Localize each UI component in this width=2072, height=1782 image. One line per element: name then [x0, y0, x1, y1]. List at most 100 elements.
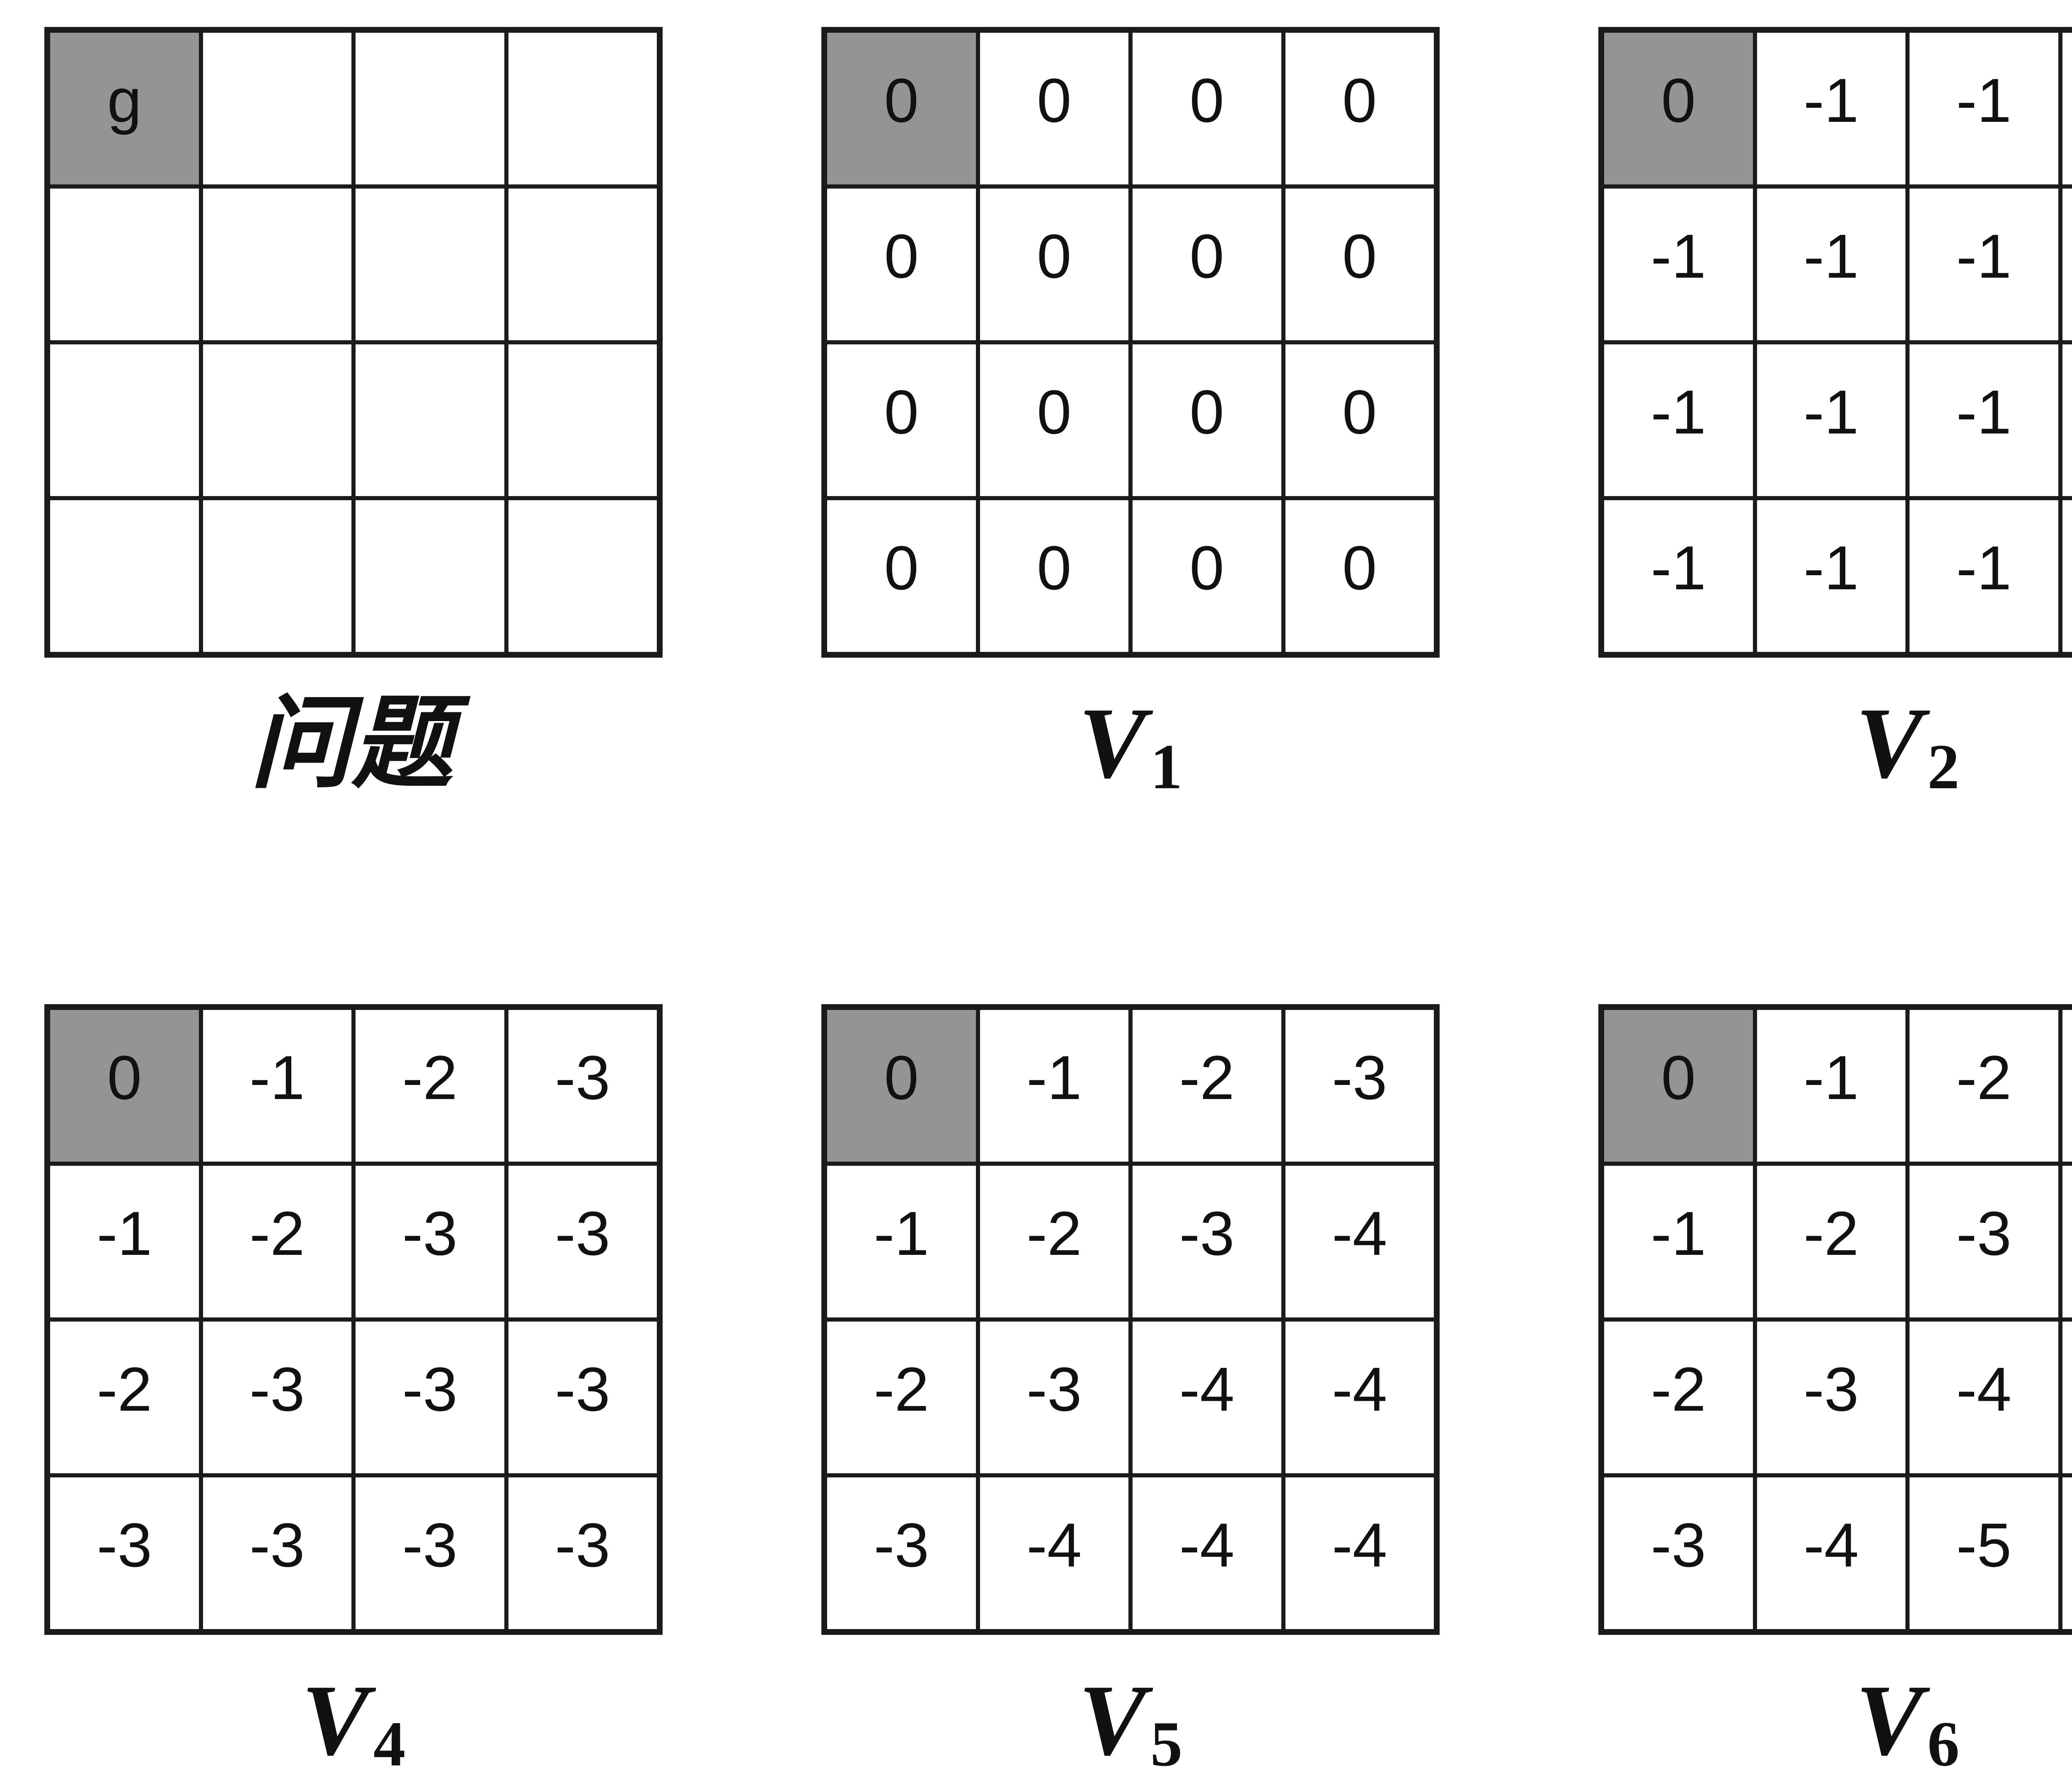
cell-value: -1: [1026, 1042, 1082, 1114]
grid-cell: -2: [1602, 1320, 1755, 1475]
grid-cell: -3: [506, 1008, 659, 1164]
cell-value: 0: [1037, 532, 1071, 604]
cell-value: -4: [1332, 1509, 1387, 1581]
grid-cell: -3: [201, 1475, 354, 1631]
grid-cell: 0: [978, 498, 1131, 654]
grid-cell: -3: [506, 1320, 659, 1475]
label-v5: V 5: [821, 1658, 1440, 1782]
cell-value: -1: [1956, 532, 2011, 604]
cell-value: -1: [1956, 65, 2011, 136]
grid-cell: 0: [978, 342, 1131, 498]
grid-cell: [201, 342, 354, 498]
cell-value: 0: [1190, 376, 1224, 448]
grid-cell: -3: [506, 1475, 659, 1631]
grid-cell: -1: [1602, 342, 1755, 498]
grid-cell: -3: [201, 1320, 354, 1475]
label-problem: 问题: [44, 680, 663, 805]
cell-value: 0: [884, 376, 919, 448]
grid-cell: -1: [1907, 342, 2060, 498]
cell-value: -1: [97, 1198, 152, 1269]
panel-label-base: 问题: [250, 692, 453, 794]
cell-value: -1: [874, 1198, 929, 1269]
cell-value: -5: [1956, 1509, 2011, 1581]
cell-value: -3: [1956, 1198, 2011, 1269]
grid-cell: -4: [1283, 1475, 1436, 1631]
label-v4: V 4: [44, 1658, 663, 1782]
grid-cell: -2: [1130, 1008, 1283, 1164]
grid-cell: [353, 31, 506, 186]
goal-cell: 0: [825, 1008, 978, 1164]
grid-v4: 0-1-2-3-1-2-3-3-2-3-3-3-3-3-3-3: [44, 1004, 663, 1635]
grid-v6: 0-1-2-3-1-2-3-4-2-3-4-5-3-4-5-5: [1598, 1004, 2072, 1635]
grid-cell: 0: [1130, 342, 1283, 498]
grid-cell: -2: [1755, 1164, 1908, 1320]
grid-cell: -3: [1130, 1164, 1283, 1320]
panel-v4: 0-1-2-3-1-2-3-3-2-3-3-3-3-3-3-3 V 4: [44, 1004, 663, 1782]
grid-cell: [48, 186, 201, 342]
grid-cell: -3: [2060, 1008, 2072, 1164]
label-v1: V 1: [821, 680, 1440, 805]
goal-cell: g: [48, 31, 201, 186]
grid-cell: -1: [201, 1008, 354, 1164]
cell-value: -2: [1651, 1353, 1706, 1425]
grid-cell: -5: [1907, 1475, 2060, 1631]
grid-cell: -3: [978, 1320, 1131, 1475]
cell-value: -3: [402, 1509, 457, 1581]
cell-value: -2: [402, 1042, 457, 1114]
grid-cell: -1: [825, 1164, 978, 1320]
grid-cell: [506, 498, 659, 654]
grid-cell: -2: [978, 1164, 1131, 1320]
grid-cell: -1: [2060, 342, 2072, 498]
cell-value: -4: [1332, 1353, 1387, 1425]
cell-value: -3: [402, 1198, 457, 1269]
grid-cell: 0: [1283, 31, 1436, 186]
grid-cell: -3: [1755, 1320, 1908, 1475]
grid-cell: -5: [2060, 1320, 2072, 1475]
grid-cell: -4: [1283, 1164, 1436, 1320]
panel-v6: 0-1-2-3-1-2-3-4-2-3-4-5-3-4-5-5 V 6: [1598, 1004, 2072, 1782]
panel-label-base: V: [1856, 692, 1923, 794]
grid-cell: -4: [1755, 1475, 1908, 1631]
cell-value: -3: [97, 1509, 152, 1581]
cell-value: -3: [1026, 1353, 1082, 1425]
label-v2: V 2: [1598, 680, 2072, 805]
cell-value: -3: [555, 1353, 610, 1425]
grid-cell: -1: [2060, 498, 2072, 654]
grid-cell: -1: [1907, 498, 2060, 654]
cell-value: -2: [1956, 1042, 2011, 1114]
cell-value: -1: [1651, 220, 1706, 292]
grid-cell: -3: [1907, 1164, 2060, 1320]
cell-value: -4: [1956, 1353, 2011, 1425]
grid-cell: [48, 342, 201, 498]
cell-value: 0: [1190, 532, 1224, 604]
cell-value: g: [107, 65, 142, 136]
panel-label-subscript: 6: [1927, 1712, 1960, 1776]
grid-cell: -1: [978, 1008, 1131, 1164]
grid-cell: [201, 31, 354, 186]
cell-value: -1: [1956, 220, 2011, 292]
grid-cell: -1: [1602, 1164, 1755, 1320]
cell-value: -1: [1803, 65, 1859, 136]
grid-cell: -3: [353, 1320, 506, 1475]
grid-cell: [201, 498, 354, 654]
goal-cell: 0: [48, 1008, 201, 1164]
grid-cell: -1: [1907, 186, 2060, 342]
cell-value: -3: [555, 1042, 610, 1114]
grid-cell: -3: [353, 1164, 506, 1320]
cell-value: -3: [249, 1509, 305, 1581]
grid-cell: 0: [978, 31, 1131, 186]
cell-value: -3: [1803, 1353, 1859, 1425]
cell-value: 0: [884, 220, 919, 292]
goal-cell: 0: [825, 31, 978, 186]
grid-cell: 0: [1130, 498, 1283, 654]
grid-v5: 0-1-2-3-1-2-3-4-2-3-4-4-3-4-4-4: [821, 1004, 1440, 1635]
grid-cell: -1: [1755, 186, 1908, 342]
grid-cell: -3: [1283, 1008, 1436, 1164]
grid-cell: 0: [1283, 342, 1436, 498]
cell-value: -4: [1332, 1198, 1387, 1269]
grid-cell: -3: [48, 1475, 201, 1631]
grid-cell: -1: [1602, 498, 1755, 654]
panel-label-base: V: [1856, 1669, 1923, 1771]
